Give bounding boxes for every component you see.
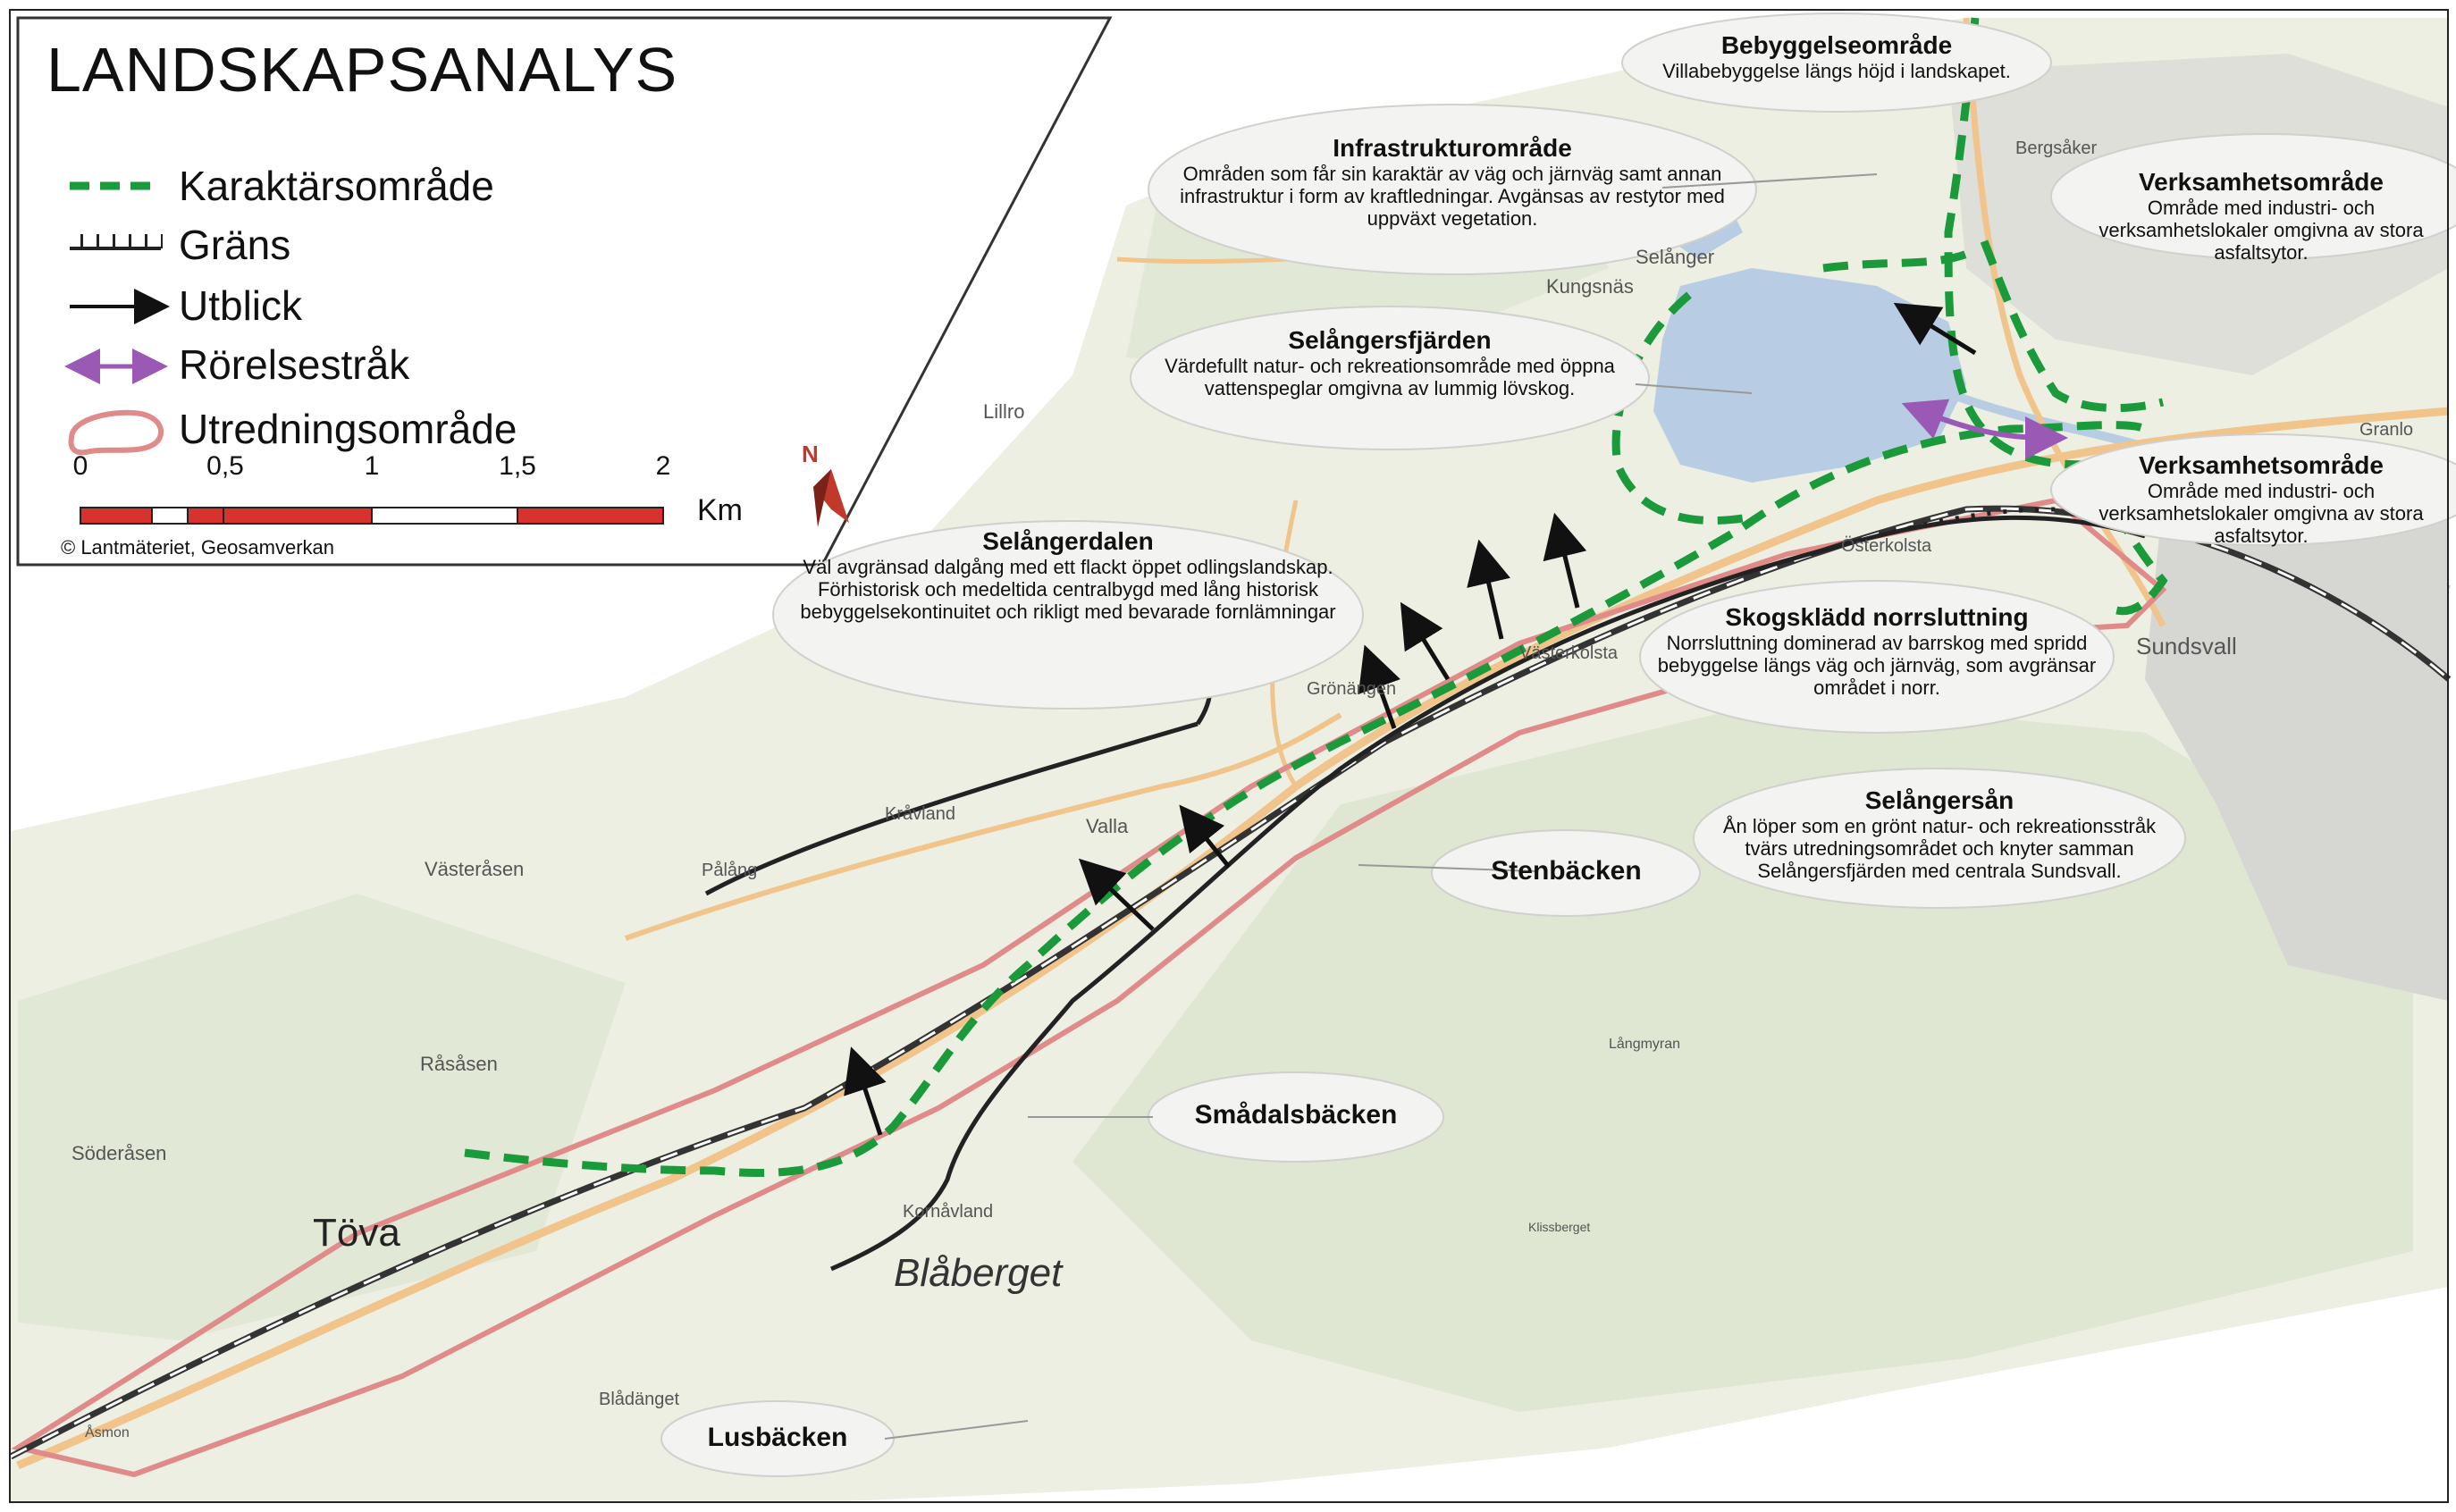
movement-route <box>1901 399 2068 459</box>
callout-title: Selångersfjärden <box>1288 326 1492 354</box>
legend-item-karaktarsomrade: Karaktärsområde <box>179 159 494 213</box>
place-vasterkolsta: Västerkolsta <box>1519 643 1619 663</box>
callout-verksamhetsomrade-2: Verksamhetsområde Område med industri- o… <box>2065 451 2456 547</box>
callout-verksamhetsomrade-1: Verksamhetsområde Område med industri- o… <box>2065 168 2456 264</box>
stream-label-stenbacken: Stenbäcken <box>1491 856 1642 886</box>
legend-item-grans: Gräns <box>179 218 290 272</box>
scale-unit: Km <box>697 493 743 527</box>
callout-text: Villabebyggelse längs höjd i landskapet. <box>1662 60 2011 82</box>
place-vasterasen: Västeråsen <box>425 858 525 880</box>
callout-bebyggelseomrade: Bebyggelseområde Villabebyggelse längs h… <box>1636 31 2038 82</box>
road <box>16 407 2450 1470</box>
north-label: N <box>802 441 819 467</box>
scale-tick-label: 1,5 <box>499 451 536 481</box>
callout-title: Skogsklädd norrsluttning <box>1725 603 2029 631</box>
callout-leaders <box>884 173 1878 1440</box>
legend-item-utblick: Utblick <box>179 279 302 332</box>
place-bergsaker: Bergsåker <box>2015 139 2098 158</box>
callout-text: Områden som får sin karaktär av väg och … <box>1180 163 1725 230</box>
place-sundsvall: Sundsvall <box>2136 633 2237 659</box>
view-arrows <box>844 302 1977 1136</box>
legend-title: LANDSKAPSANALYS <box>46 35 678 105</box>
place-bladanget: Blådänget <box>599 1390 680 1409</box>
legend-item-utredningsomrade: Utredningsområde <box>179 402 517 456</box>
north-arrow-icon <box>813 469 849 527</box>
scale-tick-label: 0 <box>72 451 88 481</box>
scale-tick-label: 1 <box>364 451 380 481</box>
callout-title: Verksamhetsområde <box>2139 451 2384 479</box>
callout-title: Bebyggelseområde <box>1720 31 1953 59</box>
urban-area <box>2145 465 2449 1001</box>
legend-label: Rörelsestråk <box>179 341 410 388</box>
forest-area <box>18 894 626 1340</box>
callout-text: Ån löper som en grönt natur- och rekreat… <box>1722 815 2157 882</box>
callout-text: Norrsluttning dominerad av barrskog med … <box>1657 632 2097 699</box>
place-blaberget: Blåberget <box>894 1251 1063 1295</box>
legend-label: Utredningsområde <box>179 406 517 452</box>
legend-label: Utblick <box>179 282 303 329</box>
place-osterkolsta: Österkolsta <box>1841 536 1932 556</box>
callout-selangersan: Selångersån Ån löper som en grönt natur-… <box>1703 786 2176 882</box>
callout-text: Väl avgränsad dalgång med ett flackt öpp… <box>800 556 1336 623</box>
scale-tick-label: 0,5 <box>206 451 244 481</box>
place-langmyran: Långmyran <box>1609 1037 1681 1052</box>
place-palang: Pålång <box>702 861 758 880</box>
callout-title: Verksamhetsområde <box>2139 168 2384 196</box>
place-kungsnas: Kungsnäs <box>1546 275 1634 298</box>
legend-label: Karaktärsområde <box>179 163 494 209</box>
callout-text: Område med industri- och verksamhetsloka… <box>2099 197 2424 264</box>
callout-selangerdalen: Selångerdalen Väl avgränsad dalgång med … <box>778 527 1358 623</box>
place-kalisberget: Klissberget <box>1528 1220 1591 1234</box>
stream-label-lusbacken: Lusbäcken <box>707 1423 848 1452</box>
place-selanger: Selånger <box>1636 246 1715 268</box>
callout-text: Område med industri- och verksamhetsloka… <box>2099 480 2424 547</box>
legend-label: Gräns <box>179 222 291 268</box>
place-gronangen: Grönängen <box>1307 679 1397 699</box>
callout-skogskladd-norrsluttning: Skogsklädd norrsluttning Norrsluttning d… <box>1644 603 2109 699</box>
callout-infrastrukturomrade: Infrastrukturområde Områden som får sin … <box>1153 134 1752 230</box>
stream-label-smadalsbacken: Smådalsbäcken <box>1194 1100 1398 1130</box>
pink-outline-icon <box>68 409 164 456</box>
road <box>1963 17 2166 627</box>
place-lillro: Lillro <box>983 400 1025 423</box>
callout-title: Infrastrukturområde <box>1333 134 1572 162</box>
place-rasasen: Råsåsen <box>420 1053 498 1075</box>
place-kravland: Kråvland <box>885 804 955 824</box>
place-asmon: Åsmon <box>85 1425 130 1441</box>
legend-item-rorelsestrak: Rörelsestråk <box>179 338 409 391</box>
water-lake <box>1653 268 1966 483</box>
callout-title: Selångersån <box>1864 786 2014 814</box>
callout-bubbles <box>660 13 2456 1477</box>
place-tova: Töva <box>313 1211 400 1255</box>
callout-title: Selångerdalen <box>982 527 1154 555</box>
scale-tick-label: 2 <box>655 451 671 481</box>
copyright: © Lantmäteriet, Geosamverkan <box>61 536 335 559</box>
callout-text: Värdefullt natur- och rekreationsområde … <box>1165 355 1615 399</box>
callout-selangersfjarden: Selångersfjärden Värdefullt natur- och r… <box>1153 326 1627 399</box>
place-granlo: Granlo <box>2359 420 2414 440</box>
scale-bar <box>80 507 664 525</box>
place-kornavland: Kornåvland <box>903 1202 994 1222</box>
study-area-outline <box>11 497 2167 1478</box>
character-area-lines <box>464 17 2168 1177</box>
place-valla: Valla <box>1086 815 1129 837</box>
place-soderasen: Söderåsen <box>71 1142 167 1164</box>
boundary-ticks-icon <box>70 234 163 250</box>
